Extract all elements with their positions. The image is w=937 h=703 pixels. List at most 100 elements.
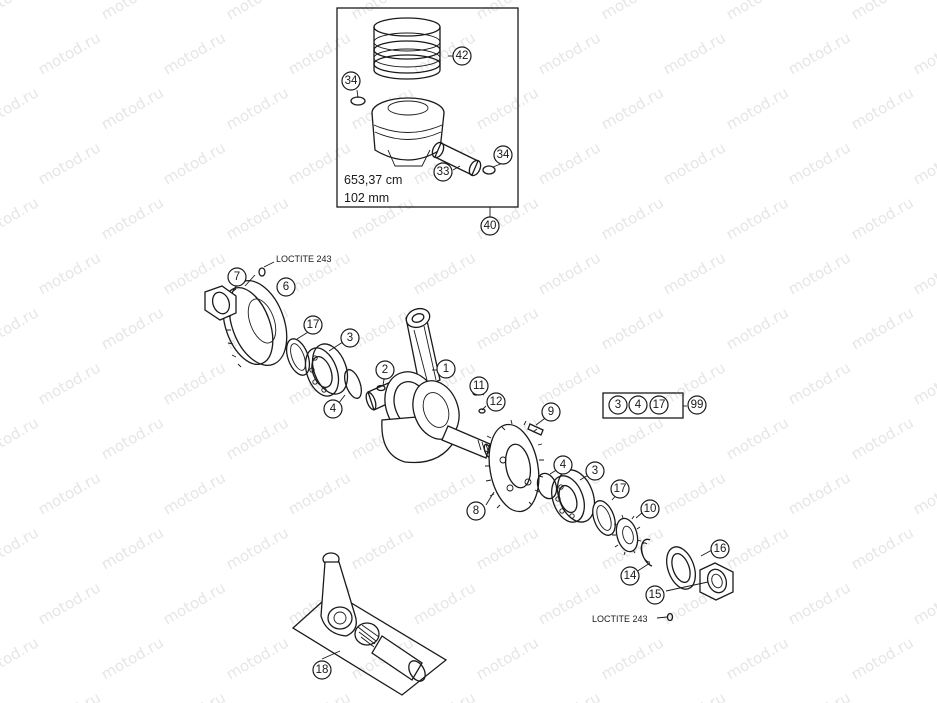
watermark-text: motod.ru (785, 578, 854, 628)
watermark-text: motod.ru (35, 578, 104, 628)
watermark-text: motod.ru (98, 523, 167, 573)
watermark-text: motod.ru (98, 193, 167, 243)
watermark-text: motod.ru (785, 468, 854, 518)
watermark-text: motod.ru (285, 688, 354, 703)
watermark-text: motod.ru (723, 523, 792, 573)
watermark-text: motod.ru (598, 413, 667, 463)
watermark-text: motod.ru (848, 413, 917, 463)
watermark-text: motod.ru (660, 248, 729, 298)
watermark-text: motod.ru (848, 633, 917, 683)
svg-text:3: 3 (592, 465, 598, 477)
washer (666, 546, 696, 590)
watermark-text: motod.ru (35, 468, 104, 518)
watermark-text: motod.ru (910, 248, 937, 298)
watermark-text: motod.ru (0, 193, 42, 243)
loctite-note: LOCTITE 243 (276, 254, 332, 264)
callout-18: 18 (312, 660, 332, 680)
svg-text:12: 12 (490, 396, 503, 408)
watermark-text: motod.ru (660, 468, 729, 518)
svg-text:34: 34 (497, 149, 510, 161)
callout-16: 16 (710, 539, 730, 559)
watermark-text: motod.ru (223, 413, 292, 463)
watermark-text: motod.ru (598, 83, 667, 133)
watermark-text: motod.ru (598, 193, 667, 243)
watermark-text: motod.ru (35, 688, 104, 703)
piston-pin (431, 141, 482, 177)
watermark-text: motod.ru (910, 468, 937, 518)
watermark-text: motod.ru (473, 0, 542, 23)
watermark-text: motod.ru (910, 578, 937, 628)
watermark-text: motod.ru (98, 413, 167, 463)
displacement-label: 653,37 cm (344, 173, 402, 187)
watermark-text: motod.ru (35, 248, 104, 298)
callout-17: 17 (303, 315, 323, 335)
watermark-text: motod.ru (35, 138, 104, 188)
callout-15: 15 (645, 585, 665, 605)
svg-text:10: 10 (644, 503, 657, 515)
spacer-ring (592, 500, 616, 536)
watermark-text: motod.ru (598, 0, 667, 23)
svg-text:9: 9 (548, 406, 554, 418)
watermark-text: motod.ru (473, 303, 542, 353)
watermark-text: motod.ru (910, 28, 937, 78)
watermark-text: motod.ru (223, 83, 292, 133)
watermark-text: motod.ru (848, 523, 917, 573)
watermark-text: motod.ru (910, 358, 937, 408)
watermark-text: motod.ru (785, 248, 854, 298)
svg-text:4: 4 (560, 459, 567, 471)
svg-text:17: 17 (614, 483, 627, 495)
svg-text:1: 1 (443, 363, 449, 375)
svg-text:34: 34 (345, 75, 358, 87)
callout-42: 42 (452, 46, 472, 66)
conrod-kit (291, 552, 448, 696)
watermark-text: motod.ru (473, 633, 542, 683)
watermark-text: motod.ru (223, 633, 292, 683)
watermark-text: motod.ru (598, 633, 667, 683)
watermark-text: motod.ru (35, 358, 104, 408)
watermark-text: motod.ru (848, 303, 917, 353)
watermark-text: motod.ru (660, 688, 729, 703)
svg-text:18: 18 (316, 664, 329, 676)
watermark-text: motod.ru (0, 523, 42, 573)
lock-washer (666, 612, 674, 622)
callout-3: 3 (340, 328, 360, 348)
callout-9: 9 (541, 402, 561, 422)
watermark-text: motod.ru (0, 633, 42, 683)
svg-text:14: 14 (624, 570, 637, 582)
watermark-text: motod.ru (848, 83, 917, 133)
watermark-text: motod.ru (910, 138, 937, 188)
watermark-text: motod.ru (910, 688, 937, 703)
watermark-text: motod.ru (223, 523, 292, 573)
watermark-text: motod.ru (723, 303, 792, 353)
watermark-text: motod.ru (660, 138, 729, 188)
watermark-text: motod.ru (98, 83, 167, 133)
svg-text:4: 4 (330, 403, 337, 415)
bore-label: 102 mm (344, 191, 389, 205)
callout-4: 4 (553, 455, 573, 475)
watermark-text: motod.ru (473, 193, 542, 243)
svg-text:3: 3 (615, 399, 621, 411)
svg-text:8: 8 (473, 505, 479, 517)
callout-11: 11 (469, 376, 489, 396)
watermark-text: motod.ru (848, 0, 917, 23)
svg-text:2: 2 (382, 364, 388, 376)
svg-text:99: 99 (691, 399, 704, 411)
kit-box (602, 392, 684, 419)
watermark-text: motod.ru (473, 83, 542, 133)
svg-text:42: 42 (456, 50, 469, 62)
watermark-text: motod.ru (98, 633, 167, 683)
shim (536, 472, 558, 500)
kit-callout-3: 3 (608, 395, 628, 415)
watermark-text: motod.ru (723, 83, 792, 133)
watermark-text: motod.ru (535, 358, 604, 408)
watermark-text: motod.ru (785, 138, 854, 188)
callout-2: 2 (375, 360, 395, 380)
callout-40: 40 (480, 216, 500, 236)
callout-10: 10 (640, 499, 660, 519)
watermark-text: motod.ru (348, 0, 417, 23)
watermark-text: motod.ru (98, 0, 167, 23)
watermark-text: motod.ru (723, 193, 792, 243)
